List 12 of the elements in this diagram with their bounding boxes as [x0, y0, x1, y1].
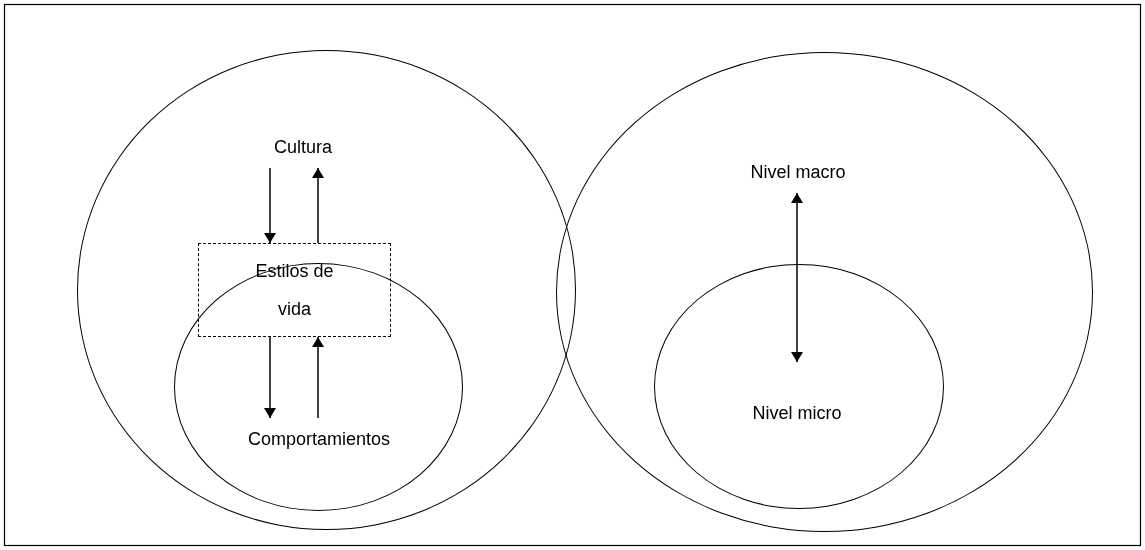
text-label: Comportamientos	[247, 428, 391, 450]
arrow	[264, 336, 276, 419]
text-label: Nivel macro	[750, 161, 846, 183]
dashed-box	[198, 243, 391, 337]
arrow	[312, 336, 324, 419]
arrow	[264, 167, 276, 244]
text-label: Cultura	[274, 136, 332, 158]
box-label: Estilos de vida	[254, 260, 335, 321]
ellipse-outline	[654, 264, 944, 509]
text-label: Nivel micro	[752, 402, 842, 424]
arrow	[791, 192, 803, 363]
arrow	[312, 167, 324, 244]
